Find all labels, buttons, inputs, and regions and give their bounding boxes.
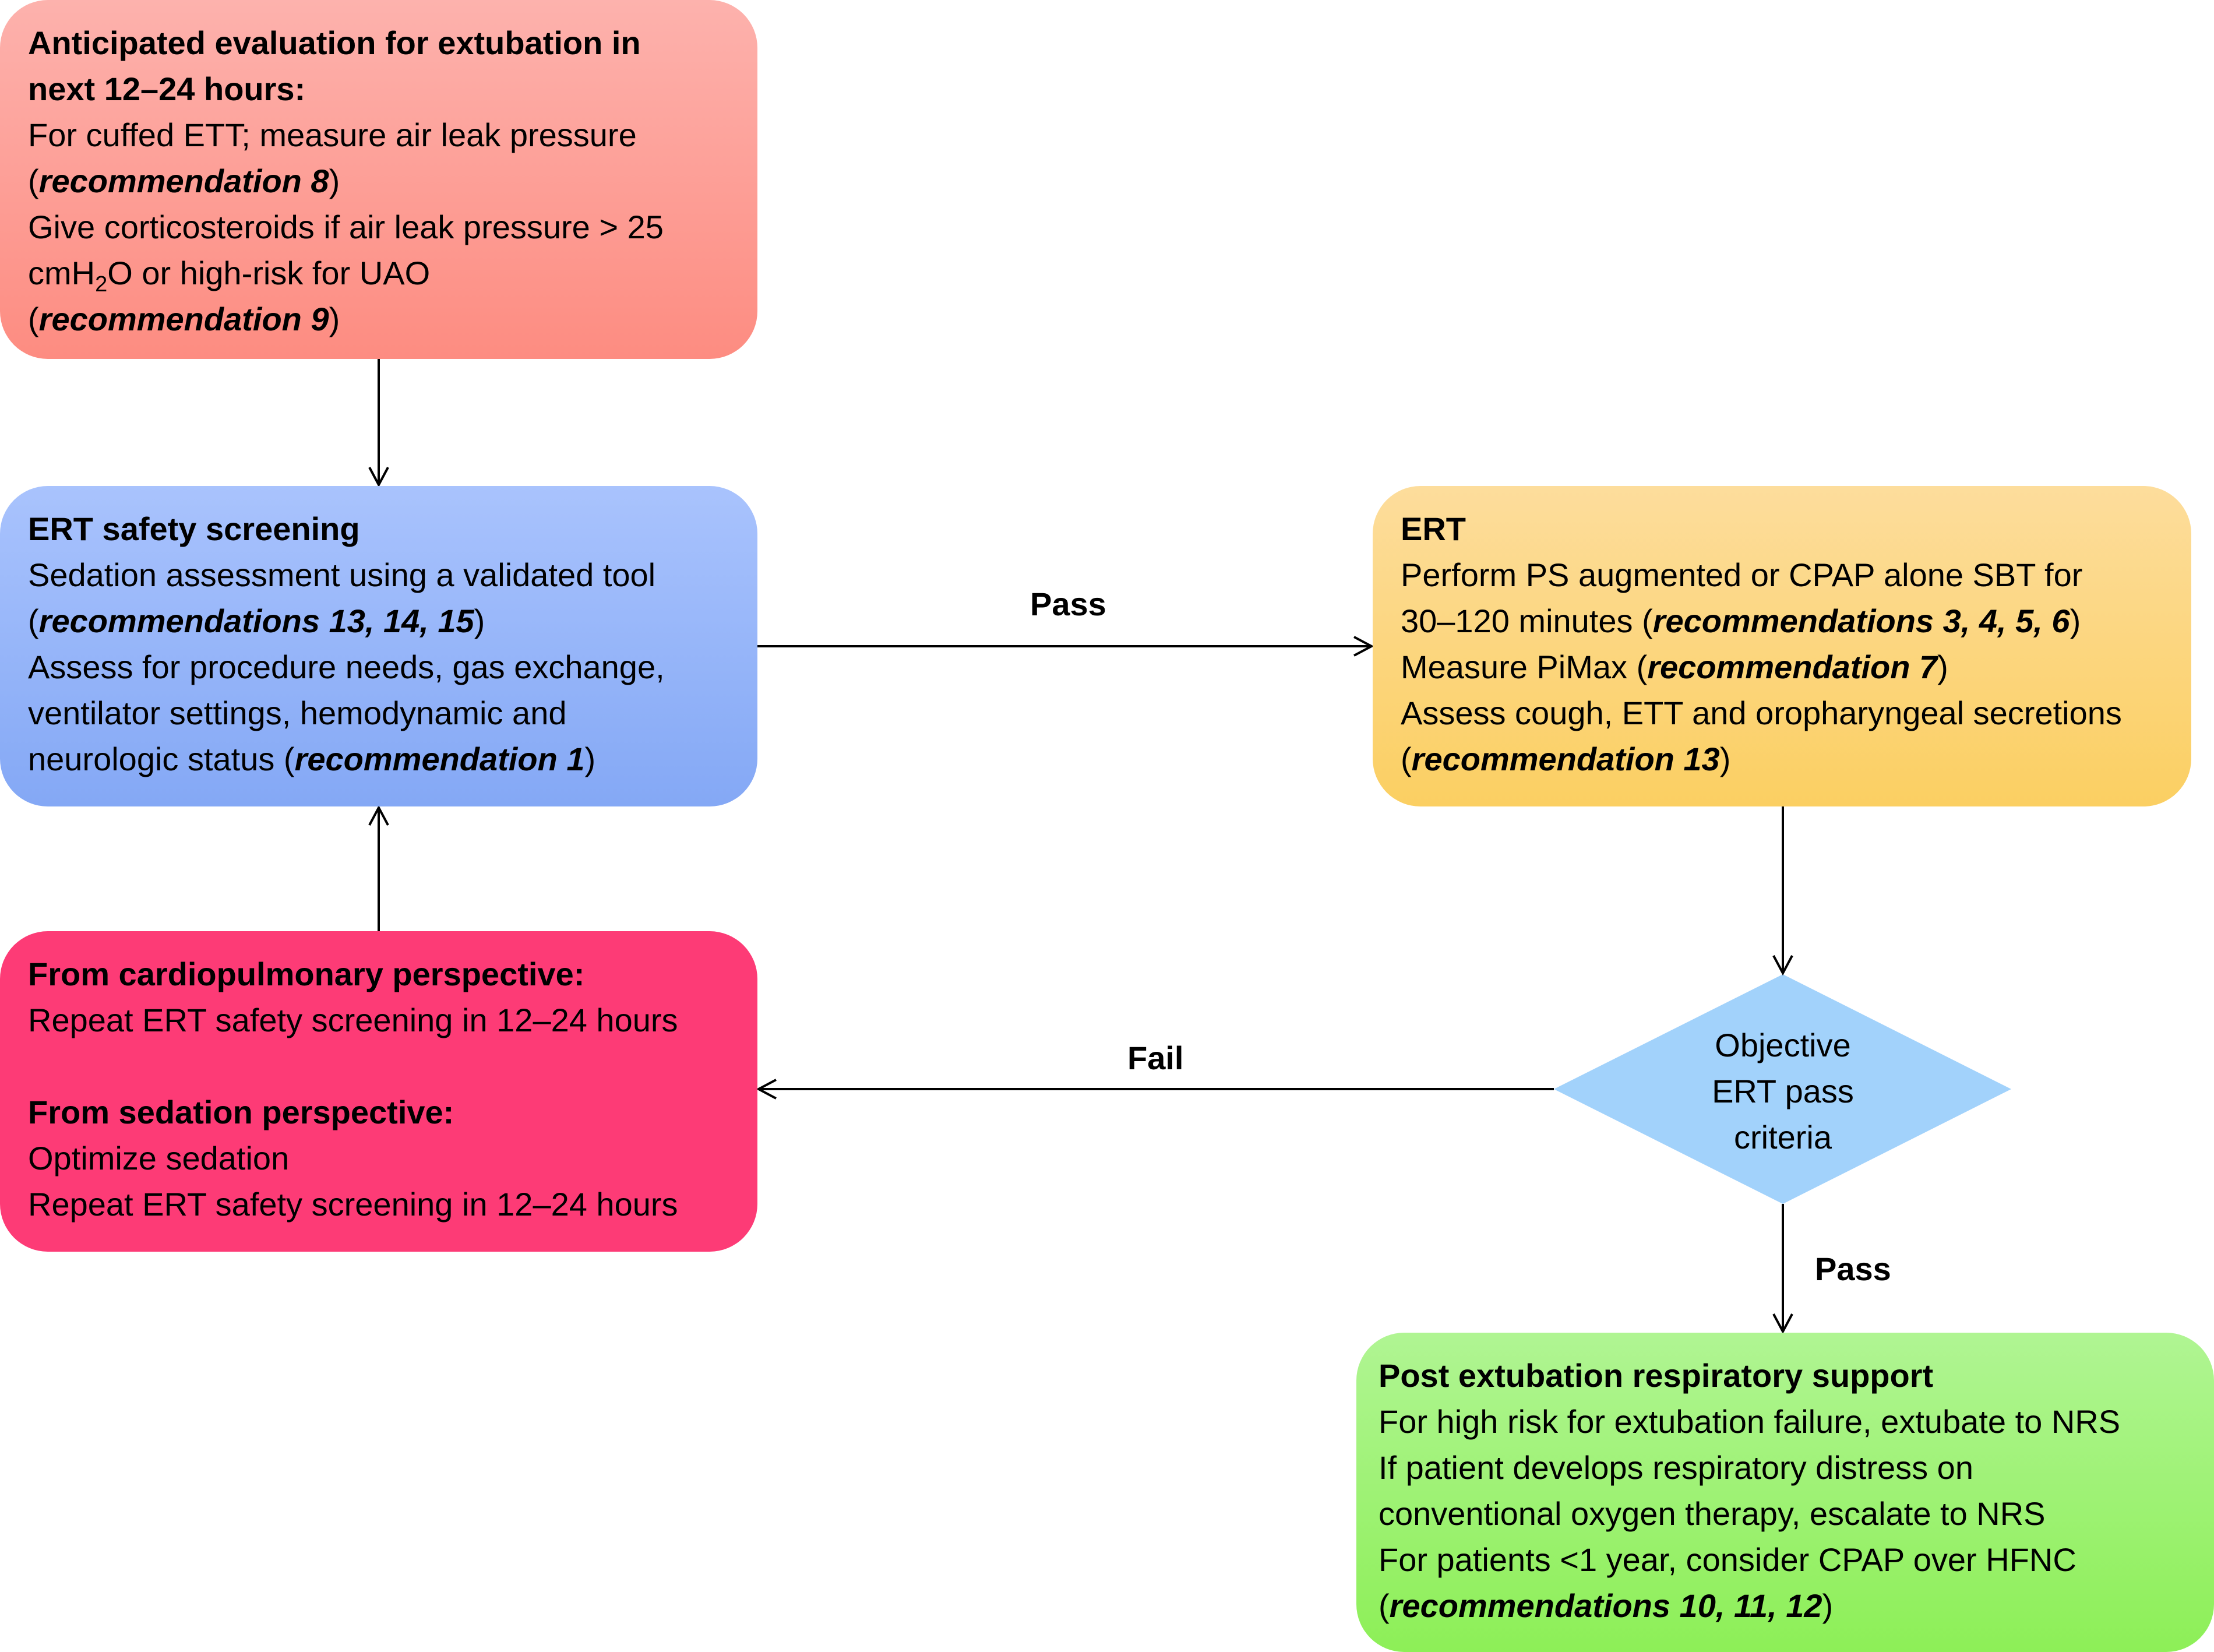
- post-rec-line: (recommendations 10, 11, 12): [1379, 1587, 1834, 1624]
- cmh-text: cmH: [28, 255, 96, 291]
- edge-label-pass-to-post: Pass: [1815, 1251, 1891, 1287]
- safety-neurologic-line: neurologic status (recommendation 1): [28, 741, 596, 777]
- ert-rec-line: (recommendation 13): [1401, 741, 1731, 777]
- anticipated-title-line2: next 12–24 hours:: [28, 71, 306, 107]
- recommendation-ref: recommendations 10, 11, 12: [1389, 1587, 1822, 1624]
- subscript-2: 2: [95, 272, 108, 297]
- minutes-text: 30–120 minutes (: [1401, 603, 1653, 639]
- post-infant-text: For patients <1 year, consider CPAP over…: [1379, 1541, 2076, 1578]
- post-distress-text: If patient develops respiratory distress…: [1379, 1449, 1973, 1486]
- optimize-sedation-text: Optimize sedation: [28, 1140, 290, 1177]
- ert-cough-text: Assess cough, ETT and oropharyngeal secr…: [1401, 695, 2122, 731]
- decision-line2: ERT pass: [1712, 1073, 1854, 1109]
- anticipated-evaluation-box: Anticipated evaluation for extubation in…: [0, 0, 757, 359]
- post-title: Post extubation respiratory support: [1379, 1357, 1934, 1394]
- anticipated-title-line1: Anticipated evaluation for extubation in: [28, 24, 641, 61]
- ert-title: ERT: [1401, 510, 1466, 547]
- safety-title: ERT safety screening: [28, 510, 360, 547]
- recommendation-ref: recommendation 8: [38, 163, 329, 199]
- decision-label: Objective ERT pass criteria: [1614, 1022, 1952, 1160]
- cardiopulmonary-title: From cardiopulmonary perspective:: [28, 956, 585, 992]
- cardiopulmonary-repeat-text: Repeat ERT safety screening in 12–24 hou…: [28, 1002, 678, 1038]
- decision-line3: criteria: [1733, 1119, 1832, 1156]
- anticipated-air-leak-text: For cuffed ETT; measure air leak pressur…: [28, 117, 637, 153]
- safety-rec-line-1: (recommendations 13, 14, 15): [28, 603, 485, 639]
- sedation-title: From sedation perspective:: [28, 1094, 454, 1130]
- post-high-risk-text: For high risk for extubation failure, ex…: [1379, 1403, 2121, 1440]
- neurologic-text: neurologic status (: [28, 741, 295, 777]
- decision-line1: Objective: [1715, 1027, 1851, 1063]
- recommendation-ref: recommendation 9: [38, 301, 329, 337]
- safety-sedation-text: Sedation assessment using a validated to…: [28, 556, 656, 593]
- uao-text: O or high-risk for UAO: [107, 255, 431, 291]
- fail-actions-box: From cardiopulmonary perspective: Repeat…: [0, 931, 757, 1252]
- anticipated-rec-line-2: (recommendation 9): [28, 301, 340, 337]
- decision-diamond: [1554, 974, 2011, 1204]
- recommendation-ref: recommendation 7: [1647, 649, 1938, 685]
- pimax-text: Measure PiMax (: [1401, 649, 1648, 685]
- anticipated-corticosteroids-text: Give corticosteroids if air leak pressur…: [28, 209, 664, 245]
- spacer: [28, 1043, 757, 1089]
- recommendation-ref: recommendations 3, 4, 5, 6: [1652, 603, 2070, 639]
- post-extubation-support-box: Post extubation respiratory support For …: [1356, 1333, 2214, 1652]
- ert-sbt-text: Perform PS augmented or CPAP alone SBT f…: [1401, 556, 2083, 593]
- recommendation-ref: recommendation 1: [294, 741, 585, 777]
- post-oxygen-text: conventional oxygen therapy, escalate to…: [1379, 1495, 2046, 1532]
- edge-label-fail: Fail: [1127, 1040, 1184, 1076]
- safety-assess-text: Assess for procedure needs, gas exchange…: [28, 649, 665, 685]
- edge-label-pass-to-ert: Pass: [1030, 586, 1106, 622]
- ert-pimax-line: Measure PiMax (recommendation 7): [1401, 649, 1948, 685]
- sedation-repeat-text: Repeat ERT safety screening in 12–24 hou…: [28, 1186, 678, 1223]
- anticipated-cmh2o-line: cmH2O or high-risk for UAO: [28, 250, 757, 296]
- recommendation-ref: recommendations 13, 14, 15: [38, 603, 474, 639]
- ert-box: ERT Perform PS augmented or CPAP alone S…: [1373, 486, 2191, 806]
- ert-safety-screening-box: ERT safety screening Sedation assessment…: [0, 486, 757, 806]
- recommendation-ref: recommendation 13: [1411, 741, 1720, 777]
- anticipated-rec-line-1: (recommendation 8): [28, 163, 340, 199]
- safety-ventilator-text: ventilator settings, hemodynamic and: [28, 695, 567, 731]
- ert-minutes-line: 30–120 minutes (recommendations 3, 4, 5,…: [1401, 603, 2081, 639]
